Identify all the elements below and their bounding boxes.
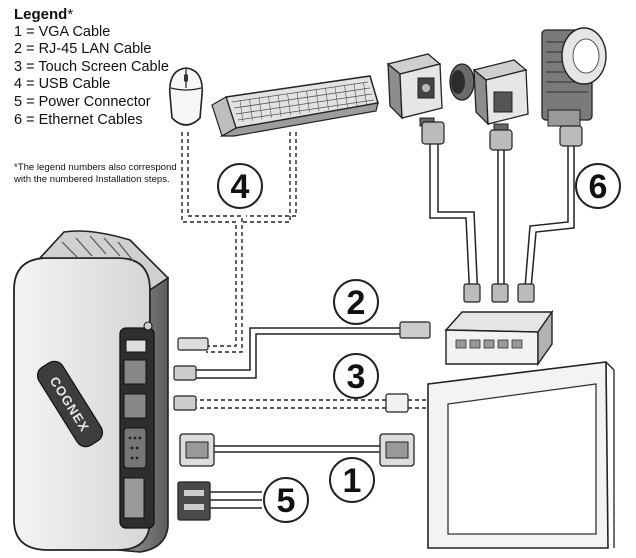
mouse-icon xyxy=(169,67,203,126)
svg-text:2: 2 xyxy=(347,284,366,322)
keyboard-key-divider xyxy=(325,87,329,110)
vga-cable xyxy=(212,445,382,453)
svg-text:5: 5 xyxy=(277,482,296,520)
callout-5: 5 xyxy=(263,477,309,523)
keyboard-key-divider xyxy=(258,97,263,120)
svg-text:6: 6 xyxy=(589,168,608,206)
legend-item-usb: 4 = USB Cable xyxy=(14,76,111,93)
camera-icon-left xyxy=(386,53,443,127)
legend-footnote: *The legend numbers also correspond with… xyxy=(14,162,177,185)
callout-4: 4 xyxy=(217,163,263,209)
ethernet-cables xyxy=(429,140,575,301)
keyboard-key-divider xyxy=(296,91,301,114)
callout-1: 1 xyxy=(329,457,375,503)
keyboard-key-divider xyxy=(315,89,320,112)
touch-screen-connector xyxy=(173,395,197,411)
keyboard-key-divider xyxy=(306,90,310,113)
svg-text:1: 1 xyxy=(343,462,362,500)
legend-item-vga: 1 = VGA Cable xyxy=(14,23,111,40)
vga-connector-monitor xyxy=(379,433,415,467)
keyboard-key-divider xyxy=(277,94,282,117)
legend-item-lan: 2 = RJ-45 LAN Cable xyxy=(14,41,152,58)
keyboard-key-divider xyxy=(249,98,253,121)
keyboard-icon xyxy=(211,75,379,137)
svg-text:3: 3 xyxy=(347,358,366,396)
camera-icon-right xyxy=(541,27,607,127)
usb-connector xyxy=(177,337,209,351)
callout-3: 3 xyxy=(333,353,379,399)
keyboard-key-divider xyxy=(334,86,339,109)
camera-icon-middle xyxy=(449,59,529,135)
keyboard-key-divider xyxy=(363,82,367,105)
legend-title: Legend* xyxy=(14,6,74,23)
legend: Legend* 1 = VGA Cable 2 = RJ-45 LAN Cabl… xyxy=(14,6,189,129)
lan-connector-device xyxy=(173,365,197,381)
keyboard-key-divider xyxy=(344,85,348,108)
usb-cable xyxy=(181,132,297,353)
ethernet-switch-icon xyxy=(444,309,554,367)
vga-connector-device xyxy=(179,433,215,467)
lan-cable xyxy=(186,327,400,379)
vision-system-device-icon: COGNEX xyxy=(13,230,170,553)
legend-item-power: 5 = Power Connector xyxy=(14,93,151,110)
legend-item-ethernet: 6 = Ethernet Cables xyxy=(14,111,143,128)
keyboard-key-divider xyxy=(268,95,272,118)
keyboard-key-divider xyxy=(353,83,358,106)
keyboard-key-divider xyxy=(239,99,244,123)
callout-6: 6 xyxy=(575,163,621,209)
ethernet-connectors xyxy=(421,121,583,303)
svg-text:4: 4 xyxy=(231,168,250,206)
touch-screen-adapter xyxy=(385,393,409,413)
touch-screen-monitor-icon xyxy=(427,361,615,549)
callout-2: 2 xyxy=(333,279,379,325)
legend-item-touch: 3 = Touch Screen Cable xyxy=(14,58,169,75)
keyboard-key-divider xyxy=(287,93,291,116)
touch-screen-cable xyxy=(186,399,426,409)
lan-connector-switch xyxy=(399,321,431,339)
power-connector xyxy=(177,481,262,521)
